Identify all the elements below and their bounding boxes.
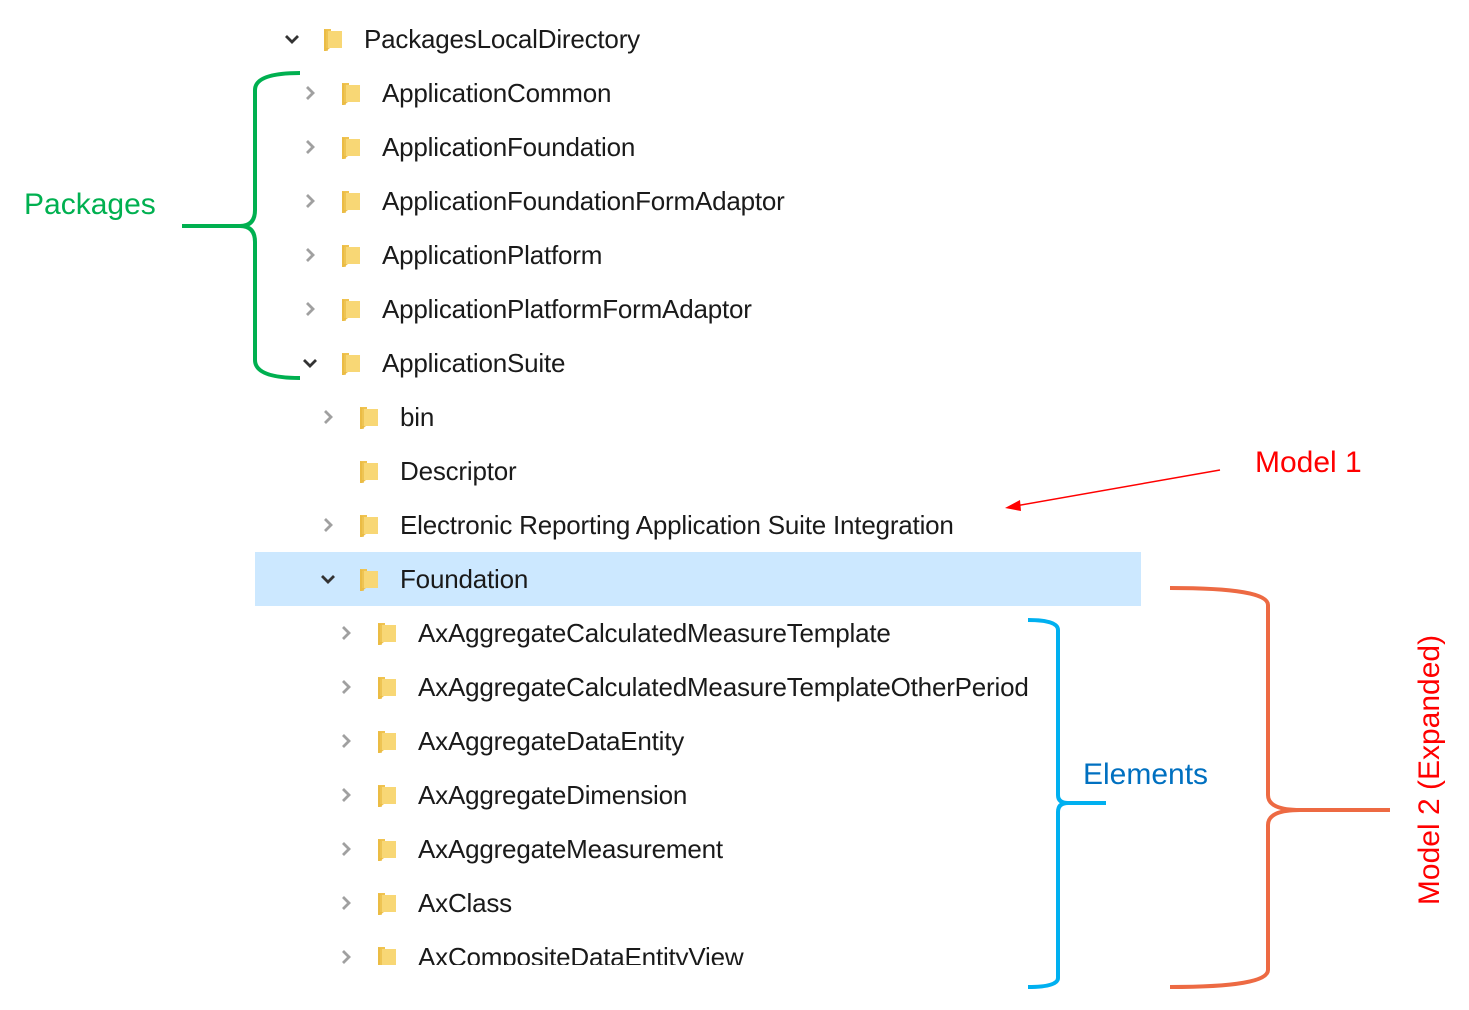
tree-row-label: AxAggregateDataEntity: [418, 726, 685, 756]
chevron-right-icon[interactable]: [300, 299, 320, 319]
tree-row-label: Electronic Reporting Application Suite I…: [400, 510, 954, 540]
folder-icon: [340, 80, 362, 106]
tree-row[interactable]: AxAggregateDataEntity: [0, 714, 1100, 768]
folder-icon: [340, 242, 362, 268]
chevron-right-icon[interactable]: [336, 731, 356, 751]
chevron-right-icon[interactable]: [300, 83, 320, 103]
tree-row[interactable]: Electronic Reporting Application Suite I…: [0, 498, 1100, 552]
folder-icon: [376, 836, 398, 862]
chevron-right-icon[interactable]: [336, 947, 356, 965]
tree-row[interactable]: bin: [0, 390, 1100, 444]
tree-row[interactable]: ApplicationFoundation: [0, 120, 1100, 174]
tree-row[interactable]: AxCompositeDataEntityView: [0, 930, 1100, 965]
tree-row[interactable]: ApplicationFoundationFormAdaptor: [0, 174, 1100, 228]
tree-row-label: AxClass: [418, 888, 512, 918]
folder-icon: [340, 296, 362, 322]
tree-row[interactable]: AxAggregateCalculatedMeasureTemplate: [0, 606, 1100, 660]
folder-icon: [358, 404, 380, 430]
folder-icon: [358, 566, 380, 592]
tree-row-label: AxAggregateCalculatedMeasureTemplateOthe…: [418, 672, 1029, 702]
folder-icon: [340, 350, 362, 376]
chevron-right-icon[interactable]: [318, 515, 338, 535]
tree-row[interactable]: ApplicationPlatformFormAdaptor: [0, 282, 1100, 336]
model1-annotation-label: Model 1: [1255, 446, 1362, 479]
chevron-right-icon[interactable]: [336, 785, 356, 805]
folder-icon: [358, 512, 380, 538]
tree-row-label: AxCompositeDataEntityView: [418, 942, 744, 965]
tree-row-label: ApplicationPlatformFormAdaptor: [382, 294, 752, 324]
folder-icon: [376, 620, 398, 646]
chevron-down-icon[interactable]: [282, 29, 302, 49]
tree-row-label: ApplicationSuite: [382, 348, 566, 378]
folder-icon: [322, 26, 344, 52]
chevron-right-icon[interactable]: [318, 407, 338, 427]
folder-icon: [376, 944, 398, 965]
tree-row-label: ApplicationFoundationFormAdaptor: [382, 186, 785, 216]
folder-icon: [376, 728, 398, 754]
chevron-right-icon[interactable]: [336, 839, 356, 859]
tree-row[interactable]: AxClass: [0, 876, 1100, 930]
model2-annotation-label: Model 2 (Expanded): [1413, 634, 1446, 906]
chevron-down-icon[interactable]: [300, 353, 320, 373]
tree-row-label: PackagesLocalDirectory: [364, 24, 640, 54]
tree-row[interactable]: ApplicationPlatform: [0, 228, 1100, 282]
tree-row-label: AxAggregateMeasurement: [418, 834, 723, 864]
tree-row[interactable]: Foundation: [255, 552, 1141, 606]
folder-icon: [358, 458, 380, 484]
folder-icon: [376, 674, 398, 700]
tree-row-label: ApplicationCommon: [382, 78, 612, 108]
tree-row-label: Descriptor: [400, 456, 517, 486]
tree-row-label: bin: [400, 402, 435, 432]
tree-row[interactable]: ApplicationCommon: [0, 66, 1100, 120]
chevron-right-icon[interactable]: [336, 623, 356, 643]
packages-annotation-label: Packages: [24, 188, 156, 221]
tree-row[interactable]: Descriptor: [0, 444, 1100, 498]
tree-row[interactable]: AxAggregateDimension: [0, 768, 1100, 822]
tree-row[interactable]: ApplicationSuite: [0, 336, 1100, 390]
folder-icon: [340, 134, 362, 160]
tree-row[interactable]: AxAggregateMeasurement: [0, 822, 1100, 876]
tree-row-label: ApplicationPlatform: [382, 240, 603, 270]
elements-annotation-label: Elements: [1083, 758, 1209, 791]
folder-icon: [376, 890, 398, 916]
folder-icon: [340, 188, 362, 214]
tree-row-label: AxAggregateCalculatedMeasureTemplate: [418, 618, 891, 648]
tree-row[interactable]: PackagesLocalDirectory: [0, 12, 1100, 66]
tree-row-label: ApplicationFoundation: [382, 132, 636, 162]
tree-row-label: AxAggregateDimension: [418, 780, 688, 810]
chevron-right-icon[interactable]: [300, 137, 320, 157]
folder-icon: [376, 782, 398, 808]
tree-row[interactable]: AxAggregateCalculatedMeasureTemplateOthe…: [0, 660, 1100, 714]
tree-row-label: Foundation: [400, 564, 529, 594]
chevron-right-icon[interactable]: [300, 191, 320, 211]
chevron-right-icon[interactable]: [300, 245, 320, 265]
chevron-down-icon[interactable]: [318, 569, 338, 589]
chevron-right-icon[interactable]: [336, 677, 356, 697]
chevron-right-icon[interactable]: [336, 893, 356, 913]
